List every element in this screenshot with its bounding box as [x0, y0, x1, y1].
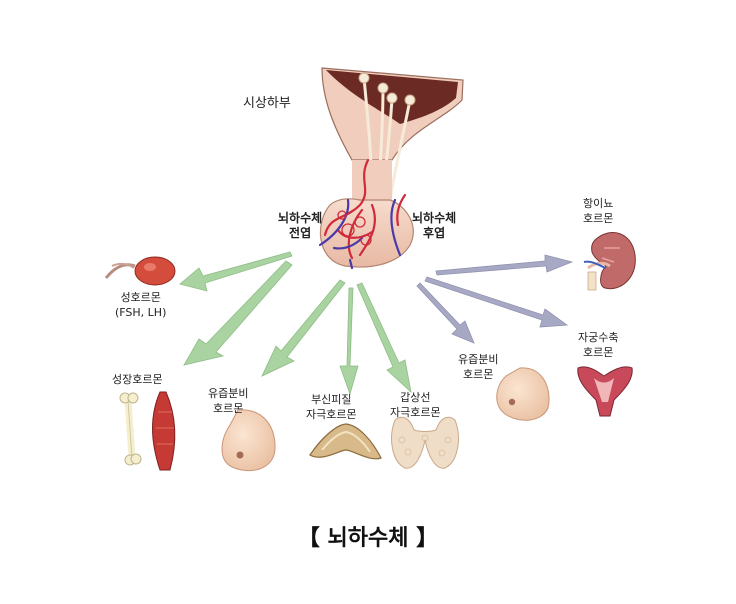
arrow-to-growth [183, 260, 293, 366]
breast-left-illustration [221, 409, 276, 472]
label-anterior-lobe: 뇌하수체 전엽 [278, 211, 323, 240]
label-sex-hormone: 성호르몬 (FSH, LH) [115, 291, 167, 319]
posterior-arrows [416, 254, 574, 344]
bone-muscle-illustration [119, 391, 176, 471]
label-oxytocin-milk: 유즙분비 호르몬 [458, 353, 499, 381]
pituitary-gland-illustration [318, 158, 414, 270]
arrow-to-uterus [424, 276, 569, 328]
breast-right-illustration [496, 367, 550, 421]
arrow-to-breast [261, 279, 346, 377]
adrenal-illustration [309, 423, 382, 460]
label-growth-hormone: 성장호르몬 [112, 373, 163, 386]
arrow-to-milk [416, 282, 475, 344]
hypothalamus-illustration [321, 67, 464, 211]
label-oxytocin-uterus: 자궁수축 호르몬 [578, 331, 619, 359]
thyroid-illustration [391, 416, 459, 469]
arrow-to-kidney [435, 254, 574, 276]
label-hypothalamus: 시상하부 [243, 96, 291, 111]
label-tsh: 갑상선 자극호르몬 [390, 391, 441, 419]
arrow-to-adrenal [339, 287, 359, 396]
arrow-to-gonad [179, 251, 293, 292]
label-prolactin: 유즙분비 호르몬 [208, 387, 249, 415]
label-adh: 항이뇨 호르몬 [583, 197, 614, 225]
label-acth: 부신피질 자극호르몬 [306, 393, 357, 421]
label-posterior-lobe: 뇌하수체 후엽 [412, 211, 457, 240]
arrow-to-thyroid [356, 282, 412, 394]
anterior-arrows [179, 251, 412, 396]
diagram-caption: 【 뇌하수체 】 [297, 526, 439, 551]
kidney-illustration [583, 232, 636, 291]
uterus-illustration [577, 366, 633, 417]
ovary-illustration [104, 256, 176, 286]
